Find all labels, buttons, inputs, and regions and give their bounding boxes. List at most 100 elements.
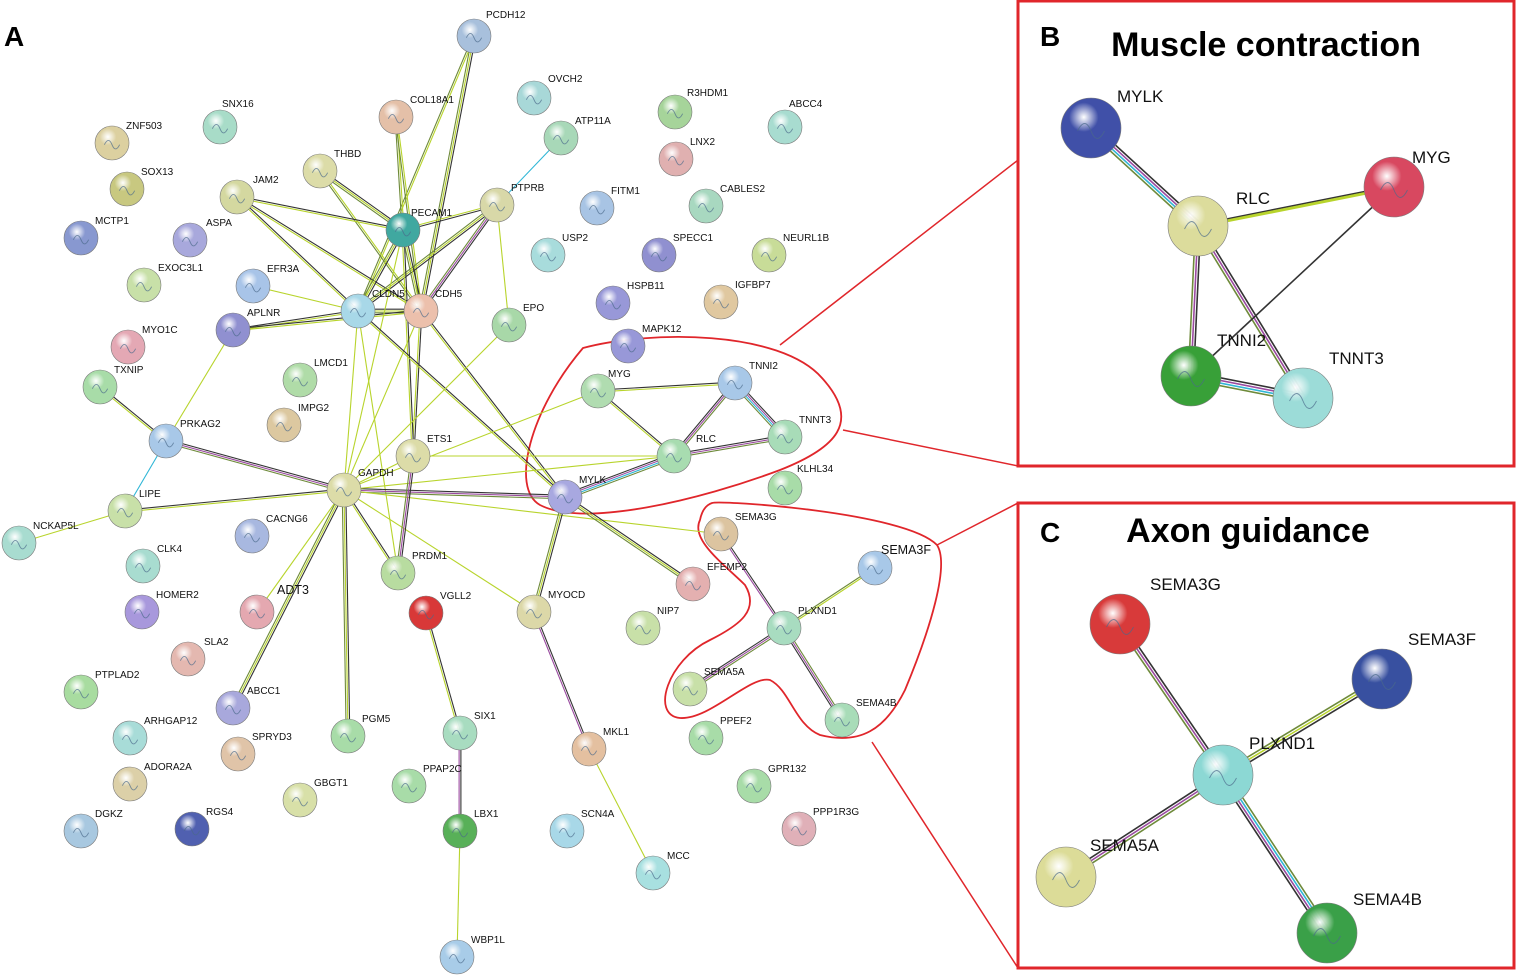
a-node-sox13[interactable]: SOX13 (109, 167, 174, 207)
a-node-plxnd1[interactable]: PLXND1 (766, 606, 837, 646)
a-node-cables2[interactable]: CABLES2 (688, 184, 765, 224)
node-label: KLHL34 (797, 464, 834, 475)
a-node-rlc[interactable]: RLC (656, 434, 716, 474)
a-node-sema4b[interactable]: SEMA4B (824, 698, 897, 738)
a-node-myocd[interactable]: MYOCD (516, 590, 585, 630)
a-node-cldn5[interactable]: CLDN5 (340, 289, 405, 329)
protein-node-circle (688, 188, 724, 224)
c-node-sema3g[interactable]: SEMA3G (1089, 575, 1221, 655)
a-node-neurl1b[interactable]: NEURL1B (751, 233, 829, 273)
a-node-myo1c[interactable]: MYO1C (110, 325, 178, 365)
a-node-ppap2c[interactable]: PPAP2C (391, 764, 462, 804)
a-node-mkl1[interactable]: MKL1 (571, 727, 630, 767)
a-node-klhl34[interactable]: KLHL34 (767, 464, 834, 506)
a-node-ppp1r3g[interactable]: PPP1R3G (781, 807, 859, 847)
a-node-ovch2[interactable]: OVCH2 (516, 74, 583, 116)
a-node-nckap5l[interactable]: NCKAP5L (1, 521, 79, 561)
node-label: SPECC1 (673, 233, 713, 244)
b-node-myg[interactable]: MYG (1363, 148, 1451, 218)
a-node-spryd3[interactable]: SPRYD3 (220, 732, 292, 772)
c-node-plxnd1[interactable]: PLXND1 (1192, 734, 1315, 806)
a-node-prkag2[interactable]: PRKAG2 (148, 419, 221, 459)
a-node-thbd[interactable]: THBD (302, 149, 361, 189)
a-node-hspb11[interactable]: HSPB11 (595, 281, 665, 321)
a-edge-cldn5-mylk (358, 309, 566, 497)
a-node-dgkz[interactable]: DGKZ (63, 809, 123, 849)
a-node-mapk12[interactable]: MAPK12 (610, 324, 682, 364)
a-node-tnni2[interactable]: TNNI2 (717, 361, 778, 401)
a-node-adt3[interactable]: ADT3 (239, 583, 309, 630)
b-edge-rlc-tnnt3 (1199, 224, 1306, 398)
a-node-clk4[interactable]: CLK4 (125, 544, 182, 584)
a-node-pecam1[interactable]: PECAM1 (385, 208, 453, 248)
a-node-lnx2[interactable]: LNX2 (658, 137, 715, 177)
a-node-ppef2[interactable]: PPEF2 (688, 716, 752, 756)
a-node-efemp2[interactable]: EFEMP2 (675, 562, 747, 602)
a-node-mctp1[interactable]: MCTP1 (63, 216, 129, 256)
a-node-rgs4[interactable]: RGS4 (174, 807, 234, 847)
c-node-sema3f[interactable]: SEMA3F (1351, 630, 1476, 710)
a-node-lbx1[interactable]: LBX1 (442, 809, 499, 849)
a-edge-sema5a-plxnd1 (689, 627, 785, 690)
a-node-homer2[interactable]: HOMER2 (124, 590, 199, 630)
node-label: CLK4 (157, 544, 182, 555)
protein-node-circle (148, 423, 184, 459)
a-node-efr3a[interactable]: EFR3A (235, 264, 300, 304)
a-node-specc1[interactable]: SPECC1 (641, 233, 713, 273)
a-node-cdh5[interactable]: CDH5 (403, 289, 463, 329)
a-node-prdm1[interactable]: PRDM1 (380, 551, 447, 591)
a-node-mylk[interactable]: MYLK (547, 475, 607, 515)
a-node-pcdh12[interactable]: PCDH12 (456, 10, 526, 54)
a-node-wbp1l[interactable]: WBP1L (439, 935, 505, 975)
b-node-tnni2[interactable]: TNNI2 (1160, 331, 1266, 407)
a-node-txnip[interactable]: TXNIP (82, 365, 144, 405)
a-node-lipe[interactable]: LIPE (107, 489, 161, 529)
a-node-gbgt1[interactable]: GBGT1 (282, 778, 348, 818)
a-node-lmcd1[interactable]: LMCD1 (282, 358, 348, 398)
a-node-vgll2[interactable]: VGLL2 (408, 591, 472, 631)
a-node-gpr132[interactable]: GPR132 (736, 764, 807, 804)
a-node-snx16[interactable]: SNX16 (202, 99, 254, 145)
a-node-aplnr[interactable]: APLNR (215, 308, 280, 348)
a-node-igfbp7[interactable]: IGFBP7 (703, 280, 771, 320)
a-node-impg2[interactable]: IMPG2 (266, 403, 330, 443)
protein-node-circle (63, 220, 99, 256)
a-node-col18a1[interactable]: COL18A1 (378, 95, 454, 135)
a-node-gapdh[interactable]: GAPDH (326, 468, 394, 508)
a-node-six1[interactable]: SIX1 (442, 711, 496, 751)
c-node-sema5a[interactable]: SEMA5A (1035, 836, 1160, 908)
a-node-ptplad2[interactable]: PTPLAD2 (63, 670, 140, 710)
a-node-aspa[interactable]: ASPA (172, 218, 232, 258)
a-node-sema3f[interactable]: SEMA3F (857, 543, 931, 586)
b-node-tnnt3[interactable]: TNNT3 (1272, 349, 1384, 429)
a-node-epo[interactable]: EPO (491, 303, 544, 343)
a-node-jam2[interactable]: JAM2 (219, 175, 279, 215)
a-node-fitm1[interactable]: FITM1 (579, 186, 640, 226)
a-node-znf503[interactable]: ZNF503 (94, 121, 163, 161)
protein-structure-icon (665, 453, 683, 463)
a-node-tnnt3[interactable]: TNNT3 (767, 415, 832, 455)
a-node-usp2[interactable]: USP2 (530, 233, 589, 273)
a-node-sema3g[interactable]: SEMA3G (703, 512, 777, 552)
a-node-exoc3l1[interactable]: EXOC3L1 (126, 263, 203, 303)
a-node-ptprb[interactable]: PTPRB (479, 183, 545, 223)
a-node-mcc[interactable]: MCC (635, 851, 690, 891)
a-node-ets1[interactable]: ETS1 (395, 434, 452, 474)
a-node-pgm5[interactable]: PGM5 (330, 714, 391, 754)
a-node-sema5a[interactable]: SEMA5A (672, 667, 745, 707)
a-node-cacng6[interactable]: CACNG6 (234, 514, 308, 554)
b-node-rlc[interactable]: RLC (1167, 189, 1270, 257)
a-node-arhgap12[interactable]: ARHGAP12 (112, 716, 198, 756)
a-node-sla2[interactable]: SLA2 (170, 637, 229, 677)
a-node-r3hdm1[interactable]: R3HDM1 (657, 88, 729, 130)
a-node-adora2a[interactable]: ADORA2A (112, 762, 192, 802)
a-node-nip7[interactable]: NIP7 (625, 606, 680, 646)
a-node-scn4a[interactable]: SCN4A (549, 809, 615, 849)
c-node-sema4b[interactable]: SEMA4B (1296, 890, 1422, 964)
b-node-mylk[interactable]: MYLK (1060, 87, 1164, 159)
a-node-abcc1[interactable]: ABCC1 (215, 686, 281, 726)
a-node-myg[interactable]: MYG (580, 369, 631, 409)
a-node-atp11a[interactable]: ATP11A (543, 116, 611, 156)
a-node-abcc4[interactable]: ABCC4 (767, 99, 823, 145)
protein-node-circle (239, 594, 275, 630)
